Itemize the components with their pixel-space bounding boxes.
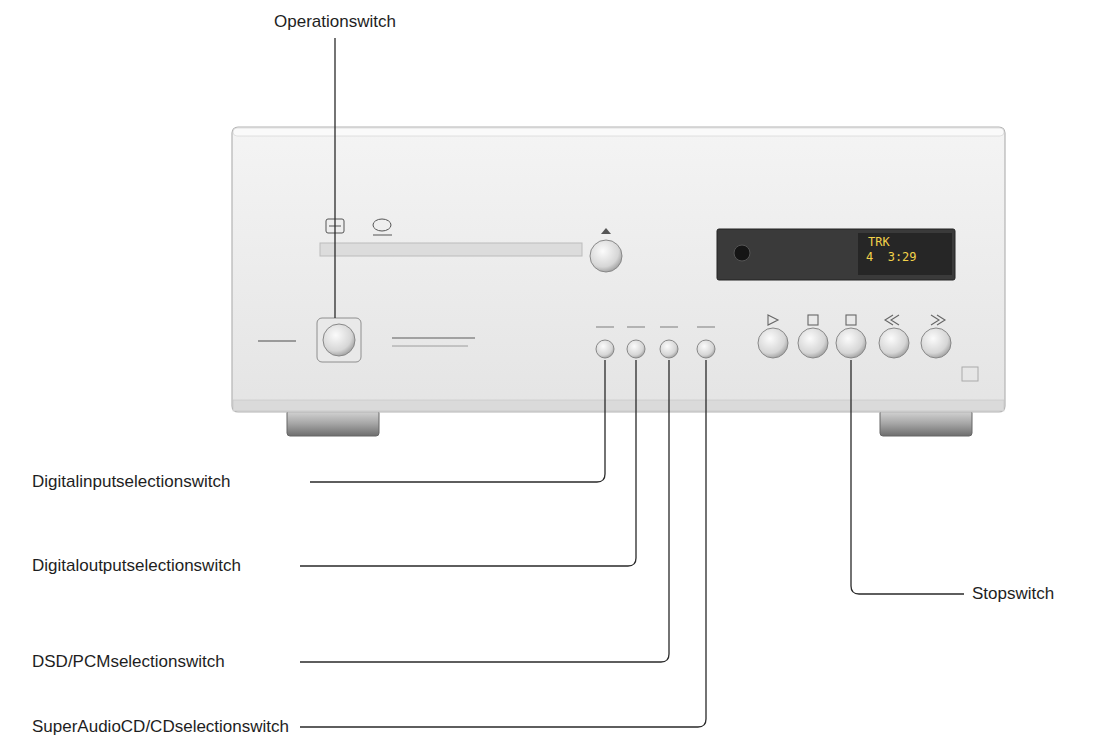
transport-buttons-part: [798, 328, 828, 358]
leader-line: [851, 360, 964, 594]
player-housing-part: [233, 128, 1004, 136]
callout-label: Operationswitch: [274, 12, 396, 32]
transport-buttons-part-part: [768, 315, 778, 325]
selection-buttons-part: [596, 326, 715, 328]
display-window-part: [717, 229, 955, 280]
selection-buttons-part: [697, 340, 715, 358]
eject-button-part: [601, 228, 611, 234]
leader-line: [334, 38, 335, 318]
operation-switch-part: [323, 324, 355, 356]
disc-logos-part: [373, 219, 391, 231]
selection-buttons-part: [596, 340, 614, 358]
transport-buttons-part: [758, 328, 788, 358]
transport-buttons-part: [768, 315, 945, 325]
model-logo-part: [392, 346, 468, 347]
brand-mark: [962, 367, 978, 381]
model-logo: [392, 338, 475, 346]
model-logo-part: [392, 337, 475, 339]
disc-tray: [320, 243, 582, 256]
operation-switch-part: [317, 318, 361, 362]
display-window-part: [858, 233, 952, 275]
selection-buttons-part-part: [660, 326, 678, 328]
eject-button-part: [590, 240, 622, 272]
leader-line: [300, 360, 636, 566]
transport-buttons-part-part: [846, 315, 856, 325]
transport-buttons-part: [879, 328, 909, 358]
display-window: [717, 229, 955, 280]
disc-logos-part: [373, 235, 392, 236]
display-text: TRK: [868, 236, 890, 249]
transport-buttons-part: [921, 328, 951, 358]
callout-label: Stopswitch: [972, 584, 1054, 604]
callout-label: Digitaloutputselectionswitch: [32, 556, 241, 576]
operation-switch: [258, 318, 361, 362]
selection-buttons-part-part: [697, 326, 715, 328]
callout-label: Digitalinputselectionswitch: [32, 472, 230, 492]
disc-logos: [326, 219, 392, 235]
transport-buttons-part-part: [808, 315, 818, 325]
transport-buttons-part: [836, 328, 866, 358]
player-housing-part: [233, 400, 1004, 411]
selection-buttons-part: [660, 340, 678, 358]
transport-buttons-part-part: [885, 315, 899, 325]
selection-buttons-part-part: [596, 326, 614, 328]
player-feet-part: [287, 410, 379, 436]
leader-line: [300, 360, 706, 727]
player-feet: [287, 410, 972, 436]
display-text: 4 3:29: [866, 251, 917, 264]
leader-line: [300, 360, 669, 662]
selection-buttons: [596, 327, 715, 358]
selection-buttons-part: [627, 340, 645, 358]
player-housing-part: [232, 127, 1005, 412]
leader-line: [310, 360, 605, 482]
operation-switch-part: [258, 340, 296, 342]
callout-label: SuperAudioCD/CDselectionswitch: [32, 717, 289, 737]
transport-buttons: [758, 315, 951, 358]
eject-button: [590, 228, 622, 272]
callout-label: DSD/PCMselectionswitch: [32, 652, 225, 672]
display-window-part: [734, 245, 750, 261]
selection-buttons-part-part: [627, 326, 645, 328]
transport-buttons-part-part: [931, 315, 945, 325]
player-housing: [232, 127, 1005, 412]
player-feet-part: [880, 410, 972, 436]
